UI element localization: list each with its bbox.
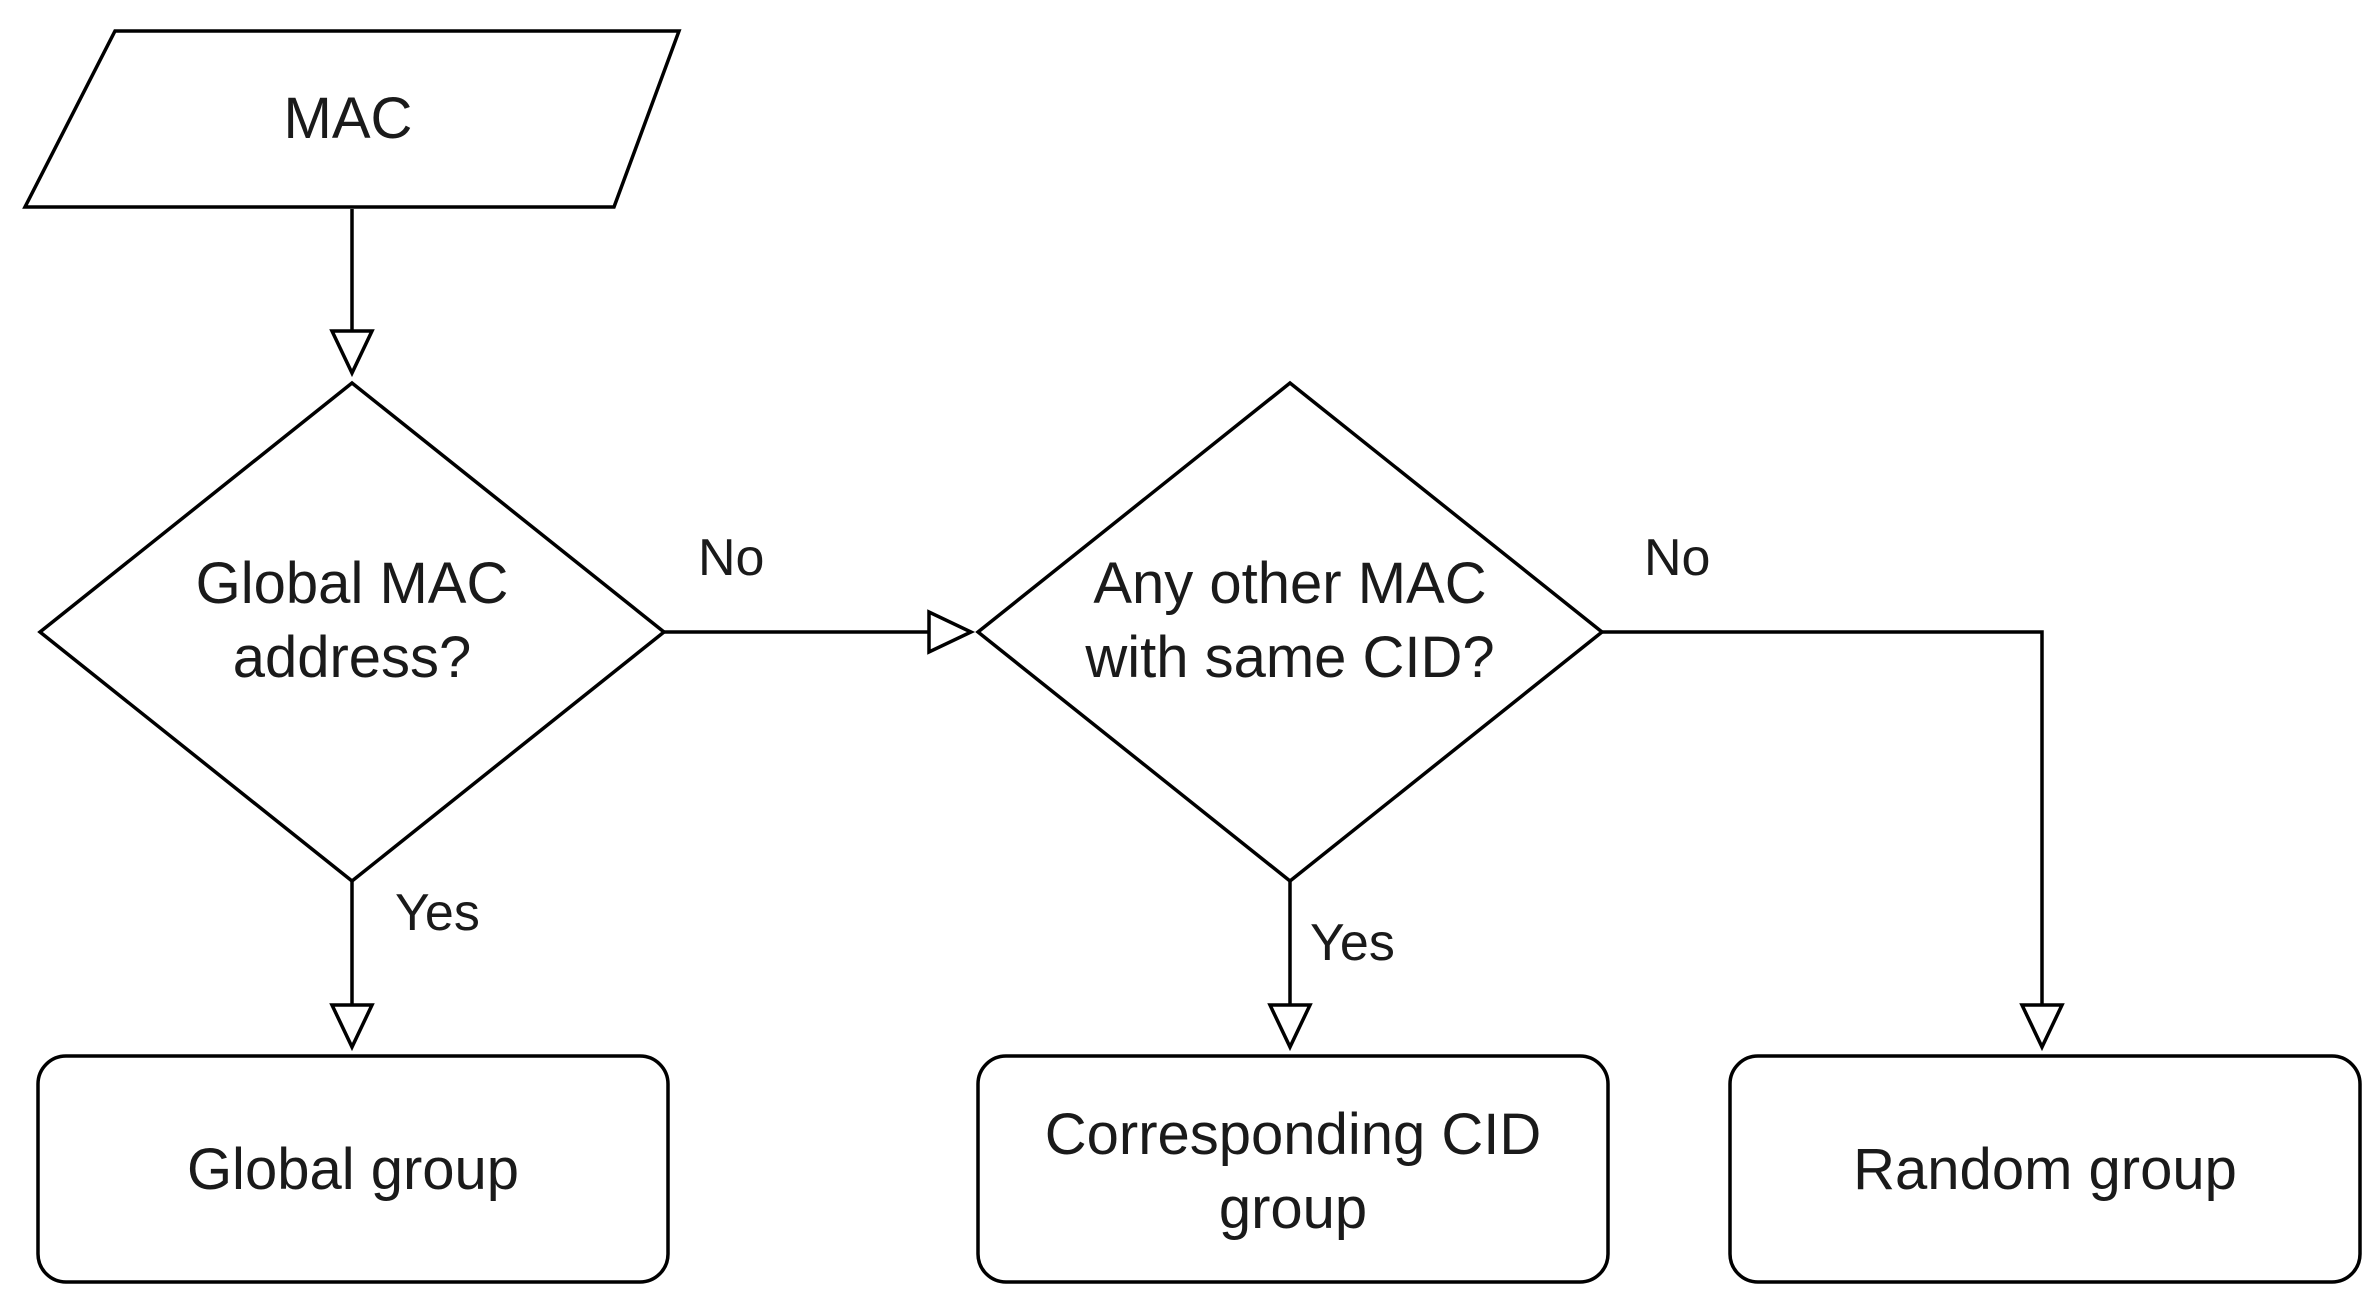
random-group-box bbox=[1728, 1054, 2362, 1284]
decision-global-label-line1: Global MAC bbox=[196, 551, 509, 616]
arrowhead-global-decision bbox=[329, 329, 375, 378]
decision-global-diamond bbox=[37, 380, 667, 884]
edge-label-cid-no: No bbox=[1644, 529, 1710, 587]
edge-label-global-no: No bbox=[698, 529, 764, 587]
decision-cid-label-line1: Any other MAC bbox=[1093, 551, 1486, 616]
random-group-label: Random group bbox=[1853, 1137, 2237, 1202]
global-group-label: Global group bbox=[187, 1137, 519, 1202]
cid-group-box bbox=[976, 1054, 1610, 1284]
arrowhead-random-group bbox=[2019, 1003, 2065, 1052]
edge-label-global-yes: Yes bbox=[395, 884, 480, 942]
arrowhead-global-group bbox=[329, 1003, 375, 1052]
decision-global-label-line2: address? bbox=[233, 625, 472, 690]
input-label: MAC bbox=[284, 86, 413, 151]
edge-label-cid-yes: Yes bbox=[1310, 914, 1395, 972]
decision-cid-diamond bbox=[975, 380, 1605, 884]
input-parallelogram bbox=[22, 29, 682, 209]
cid-group-label-line2: group bbox=[1219, 1176, 1367, 1241]
edge-cid-no-to-random-group bbox=[1602, 630, 2044, 1004]
cid-group-label-line1: Corresponding CID bbox=[1045, 1102, 1541, 1167]
decision-cid-label-line2: with same CID? bbox=[1084, 625, 1494, 690]
arrowhead-cid-group bbox=[1267, 1003, 1313, 1052]
arrowhead-cid-decision bbox=[927, 609, 976, 655]
global-group-box bbox=[36, 1054, 670, 1284]
